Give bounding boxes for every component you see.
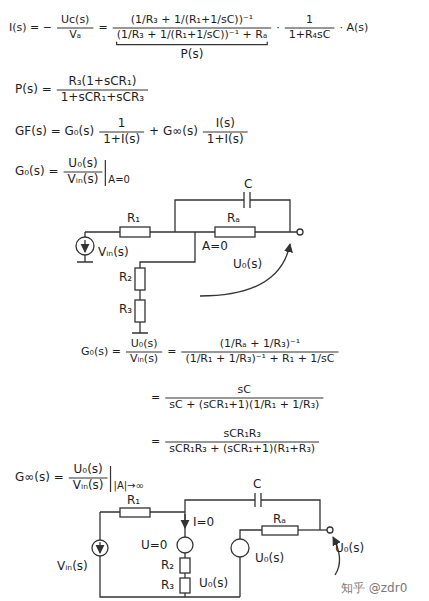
subscript-bars [105,160,110,492]
formula-text: I(s) [215,117,236,131]
circuit-infinite-gain [327,527,333,533]
signal-label: U₀(s) [232,258,263,272]
circuit-infinite-gain [298,529,327,530]
circuit-zero-gain [135,300,145,322]
formula-text: Vᵢₙ(s) [129,353,159,366]
formula-text: (1/R₁ + 1/R₃)⁻¹ + R₁ + 1/sC [184,353,335,366]
p-bracket [117,42,268,45]
circuit-infinite-gain [99,542,100,553]
capacitor-label: C [243,178,253,192]
circuit-zero-gain [244,192,250,208]
circuit-infinite-gain [92,493,340,597]
formula-text: + G∞(s) [148,125,199,139]
circuit-zero-gain [215,227,255,237]
circuit-zero-gain [135,268,145,290]
circuit-zero-gain [76,237,94,255]
formula-text: sCR₁R₃ [222,428,262,441]
formula-text: Uc(s) [60,14,90,27]
formula-text: = [97,22,108,35]
resistor-label: R₂ [160,559,175,573]
formula-text: P(s) [180,48,205,62]
resistor-label: R₃ [160,579,175,593]
formula-text: 1 [305,14,314,27]
formula-text: P(s) = [14,83,53,97]
circuit-infinite-gain [184,593,185,597]
circuit-zero-gain [140,232,195,268]
voltage-label: U=0 [140,539,168,553]
signal-label: U₀(s) [334,542,365,556]
formula-text: 1+I(s) [206,133,245,147]
formula-text: 1 [117,117,127,131]
circuit-zero-gain [84,240,85,252]
capacitor-label: C [252,478,262,492]
circuit-infinite-gain [177,537,193,553]
circuit-zero-gain [297,229,303,235]
formula-text: (1/R₃ + 1/(R₁+1/sC))⁻¹ + Rₐ [116,29,269,42]
formula-text: R₃(1+sCR₁) [67,75,137,89]
circuit-infinite-gain [150,500,320,537]
resistor-label: Rₐ [272,513,287,527]
formula-text: U₀(s) [130,338,159,351]
circuit-zero-gain [255,231,297,232]
formula-text: Vₐ [68,29,82,42]
fraction-bars [57,28,339,478]
formula-text: I(s) = − [8,22,53,35]
circuit-zero-gain [132,322,148,333]
resistor-label: R₂ [118,271,133,285]
circuit-infinite-gain [100,512,240,597]
circuit-infinite-gain [255,493,261,507]
formula-text: G∞(s) = [14,471,65,485]
formula-text: · [275,22,281,35]
watermark: 知乎 @zdr0 [340,582,408,596]
circuit-infinite-gain [180,578,190,593]
resistor-label: R₃ [118,303,133,317]
circuit-infinite-gain [184,514,185,528]
formula-text: 1+I(s) [102,133,141,147]
resistor-label: R₁ [126,212,141,226]
circuit-infinite-gain [184,573,185,578]
circuit-infinite-gain [92,540,108,556]
current-label: I=0 [192,516,215,530]
resistor-label: Rₐ [226,212,241,226]
formula-text: 1+R₄sC [288,29,332,42]
formula-text: 1+sCR₁+sCR₃ [60,91,145,105]
resistor-label: R₁ [126,494,141,508]
formula-text: G₀(s) = [80,346,122,359]
signal-label: U₀(s) [254,552,285,566]
formula-text: U₀(s) [67,157,98,171]
formula-text: = [150,436,161,449]
formula-text: · A(s) [338,22,369,35]
circuit-zero-gain [139,290,140,300]
formula-text: GF(s) = G₀(s) [14,125,95,139]
formula-text: Vᵢₙ(s) [72,479,105,493]
formula-text: sC [237,384,252,397]
formula-text: A=0 [107,174,131,186]
formula-text: |A|→∞ [113,480,145,492]
formula-text: sC + (sCR₁+1)(1/R₁ + 1/R₃) [168,399,320,412]
circuit-infinite-gain [262,526,298,535]
formula-text: Vᵢₙ(s) [67,173,100,187]
circuit-infinite-gain [231,539,249,557]
formula-text: G₀(s) = [14,165,60,179]
signal-label: Vᵢₙ(s) [97,246,130,260]
circuit-zero-gain [120,227,150,237]
circuit-infinite-gain [120,508,150,517]
formula-text: U₀(s) [73,463,104,477]
signal-label: U₀(s) [198,577,229,591]
signal-label: Vᵢₙ(s) [56,560,89,574]
formula-text: = [166,346,177,359]
circuit-infinite-gain [184,553,185,558]
circuit-zero-gain [76,192,303,333]
circuit-infinite-gain [180,558,190,573]
formula-text: = [150,392,161,405]
gain-label: A=0 [201,240,229,254]
formula-text: sCR₁R₃ + (sCR₁+1)(R₁+R₃) [168,443,316,456]
formula-text: (1/R₃ + 1/(R₁+1/sC))⁻¹ [130,14,254,27]
formula-text: (1/Rₐ + 1/R₃)⁻¹ [219,338,301,351]
